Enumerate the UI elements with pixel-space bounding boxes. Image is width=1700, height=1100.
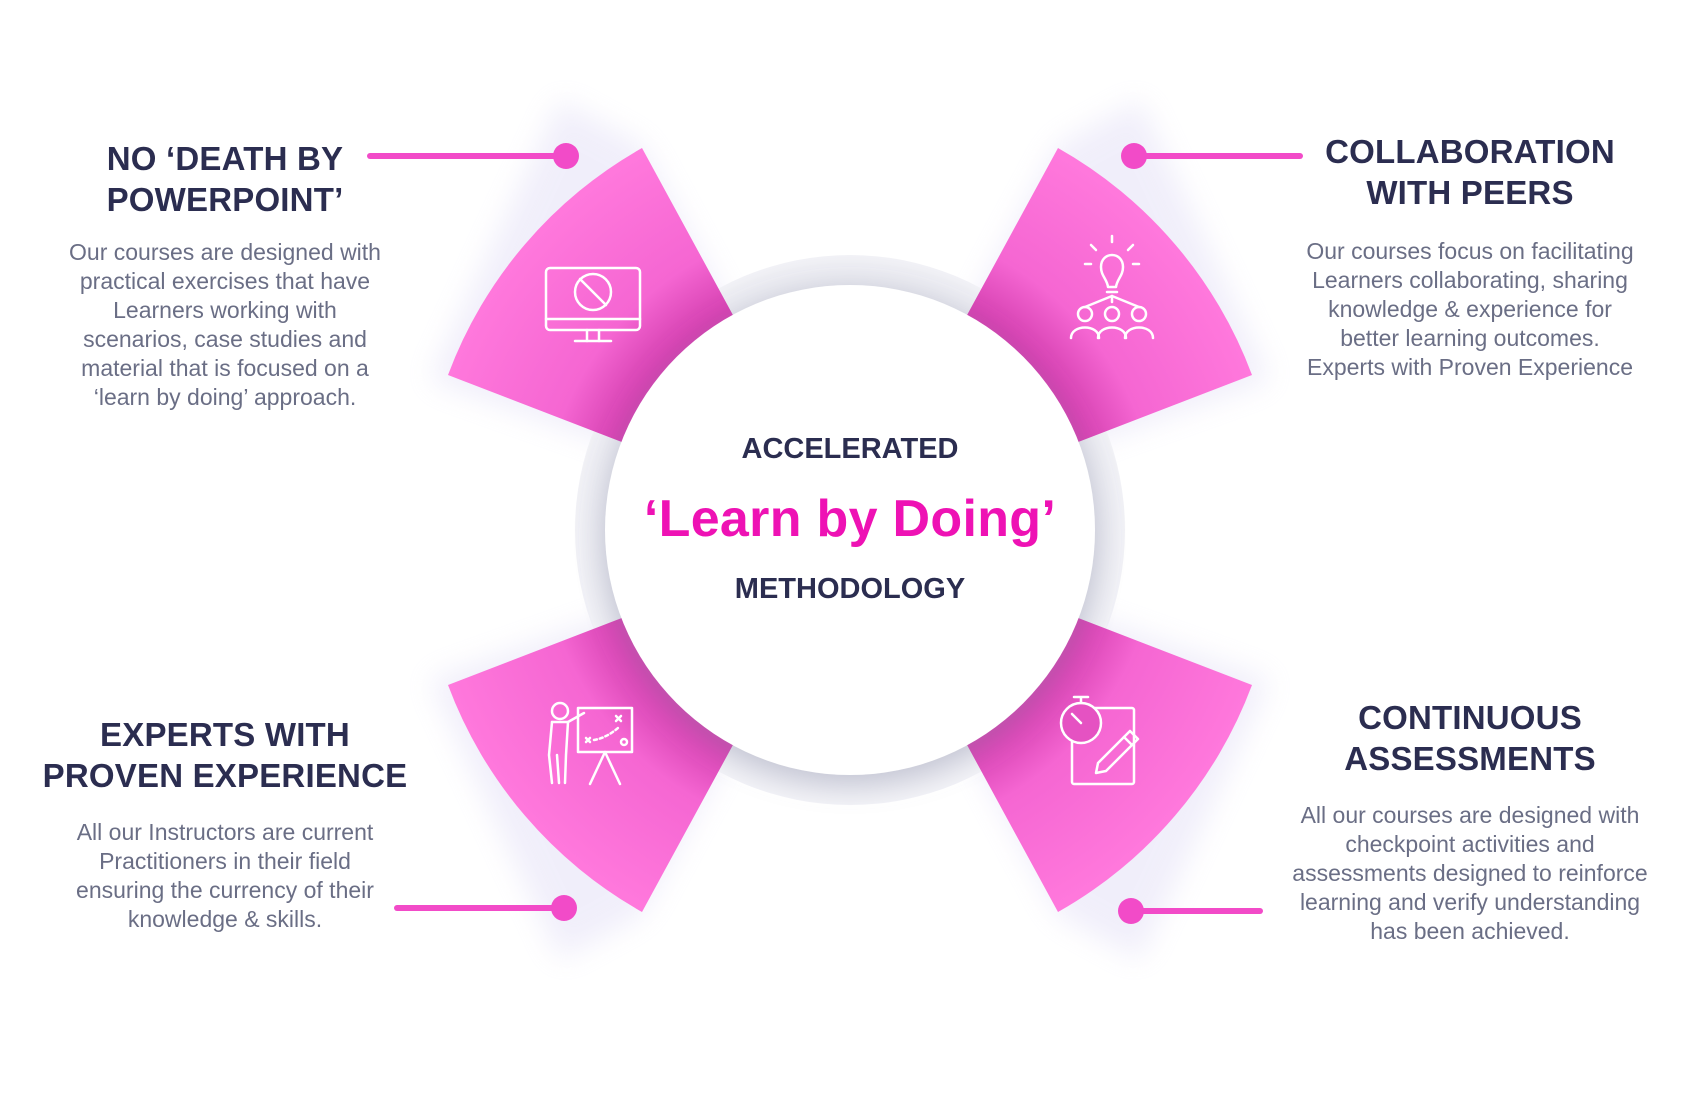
description-line: ensuring the currency of their [76,877,374,903]
center-label-top: ACCELERATED [741,433,959,465]
connector-top-right [1121,143,1303,169]
block-description: Our courses are designed with practical … [40,238,410,412]
block-title: EXPERTS WITH PROVEN EXPERIENCE [40,714,410,796]
center-circle [605,285,1095,775]
description-line: Practitioners in their field [99,848,351,874]
description-line: ‘learn by doing’ approach. [93,384,357,410]
title-line: ASSESSMENTS [1344,740,1596,777]
description-line: assessments designed to reinforce [1292,860,1648,886]
description-line: Experts with Proven Experience [1307,354,1633,380]
center-label-bottom: METHODOLOGY [734,573,966,605]
title-line: EXPERTS WITH [100,716,350,753]
block-continuous-assessments: CONTINUOUS ASSESSMENTS All our courses a… [1285,697,1655,946]
monitor-no-slides-icon [544,266,642,343]
title-line: COLLABORATION [1325,133,1615,170]
block-title: NO ‘DEATH BY POWERPOINT’ [40,138,410,220]
description-line: Our courses are designed with [69,239,381,265]
block-collaboration-with-peers: COLLABORATION WITH PEERS Our courses foc… [1285,131,1655,382]
title-line: NO ‘DEATH BY [106,140,344,177]
description-line: All our courses are designed with [1300,802,1640,828]
connector-top-left [367,143,579,169]
description-line: knowledge & skills. [127,906,323,932]
center-title: ‘Learn by Doing’ [643,490,1057,548]
title-line: POWERPOINT’ [106,181,344,218]
block-description: All our courses are designed with checkp… [1285,801,1655,946]
title-line: WITH PEERS [1366,174,1574,211]
description-line: All our Instructors are current [76,819,374,845]
block-title: CONTINUOUS ASSESSMENTS [1285,697,1655,779]
block-no-death-by-powerpoint: NO ‘DEATH BY POWERPOINT’ Our courses are… [40,138,410,412]
description-line: Learners working with [113,297,337,323]
title-line: PROVEN EXPERIENCE [42,757,408,794]
description-line: material that is focused on a [81,355,369,381]
description-line: has been achieved. [1370,918,1570,944]
title-line: CONTINUOUS [1358,699,1582,736]
instructor-whiteboard-icon [547,701,634,786]
connector-bottom-left [394,895,577,921]
block-experts-with-proven-experience: EXPERTS WITH PROVEN EXPERIENCE All our I… [40,714,410,934]
description-line: practical exercises that have [79,268,371,294]
description-line: scenarios, case studies and [83,326,367,352]
description-line: better learning outcomes. [1340,325,1600,351]
block-title: COLLABORATION WITH PEERS [1285,131,1655,213]
block-description: Our courses focus on facilitating Learne… [1285,237,1655,382]
stopwatch-checklist-icon [1059,695,1140,786]
description-line: checkpoint activities and [1345,831,1595,857]
description-line: learning and verify understanding [1299,889,1641,915]
block-description: All our Instructors are current Practiti… [40,818,410,934]
connector-bottom-right [1118,898,1263,924]
description-line: Our courses focus on facilitating [1306,238,1634,264]
lightbulb-team-icon [1069,234,1155,340]
description-line: knowledge & experience for [1328,296,1612,322]
description-line: Learners collaborating, sharing [1312,267,1628,293]
